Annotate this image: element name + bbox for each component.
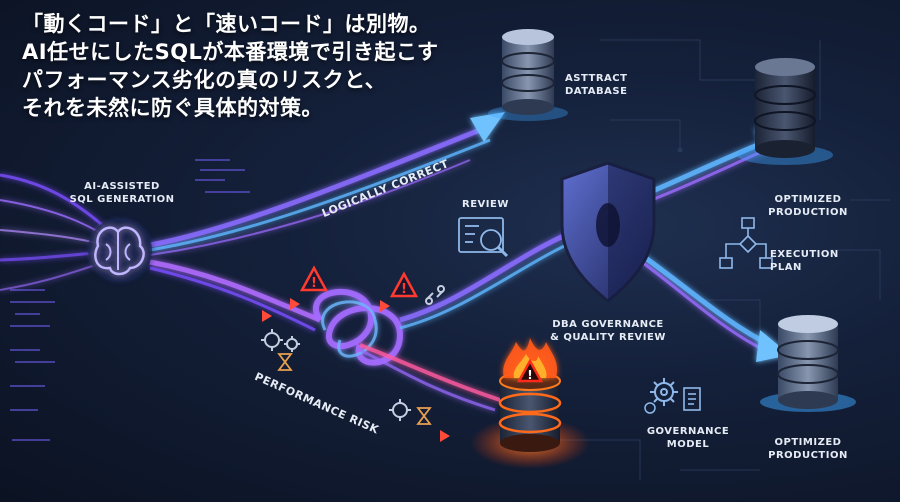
review-label: REVIEW: [462, 199, 509, 210]
ai-sql-generation-label: AI-ASSISTED SQL GENERATION: [69, 181, 175, 205]
svg-text:!: !: [311, 276, 317, 291]
gear-icon: [650, 378, 678, 406]
warning-icon: !: [299, 265, 329, 292]
optimized-production-database-bottom-icon: [760, 315, 856, 412]
headline: 「動くコード」と「速いコード」は別物。 AI任せにしたSQLが本番環境で引き起こ…: [22, 10, 439, 122]
gear-icon: [284, 336, 300, 352]
code-lines-decoration: [10, 159, 250, 441]
warning-icon: !: [389, 271, 419, 298]
burning-database-icon: [470, 371, 590, 469]
execution-plan-label: EXECUTION PLAN: [770, 249, 839, 273]
gear-icon: [261, 329, 283, 351]
warning-icon: !: [516, 358, 544, 383]
broken-link-icon: [425, 285, 445, 305]
hourglass-icon: [277, 353, 293, 371]
optimized-production-database-top-icon: [737, 58, 833, 165]
svg-text:!: !: [401, 282, 407, 297]
magnifier-icon: [458, 217, 509, 258]
brain-icon: [88, 218, 152, 282]
governance-model-label: GOVERNANCE MODEL: [646, 426, 730, 450]
headline-line-3: パフォーマンス劣化の真のリスクと、: [22, 68, 387, 92]
abstract-database-label: ASTTRACT DATABASE: [565, 73, 628, 97]
hourglass-icon: [416, 407, 432, 425]
flowchart-icon: [719, 217, 773, 269]
optimized-production-bottom-label: OPTIMIZED PRODUCTION: [768, 437, 848, 461]
abstract-database-icon: [488, 29, 568, 121]
headline-line-1: 「動くコード」と「速いコード」は別物。: [22, 12, 431, 36]
dba-governance-label: DBA GOVERNANCE & QUALITY REVIEW: [550, 319, 666, 343]
document-icon: [683, 387, 701, 411]
svg-text:!: !: [527, 368, 532, 382]
shield-icon: [560, 161, 656, 303]
gear-small-icon: [644, 402, 656, 414]
gear-icon: [389, 399, 411, 421]
headline-line-4: それを未然に防ぐ具体的対策。: [22, 96, 323, 120]
headline-line-2: AI任せにしたSQLが本番環境で引き起こす: [22, 40, 439, 64]
red-warning-chevrons: [262, 298, 450, 442]
optimized-production-top-label: OPTIMIZED PRODUCTION: [768, 194, 848, 218]
